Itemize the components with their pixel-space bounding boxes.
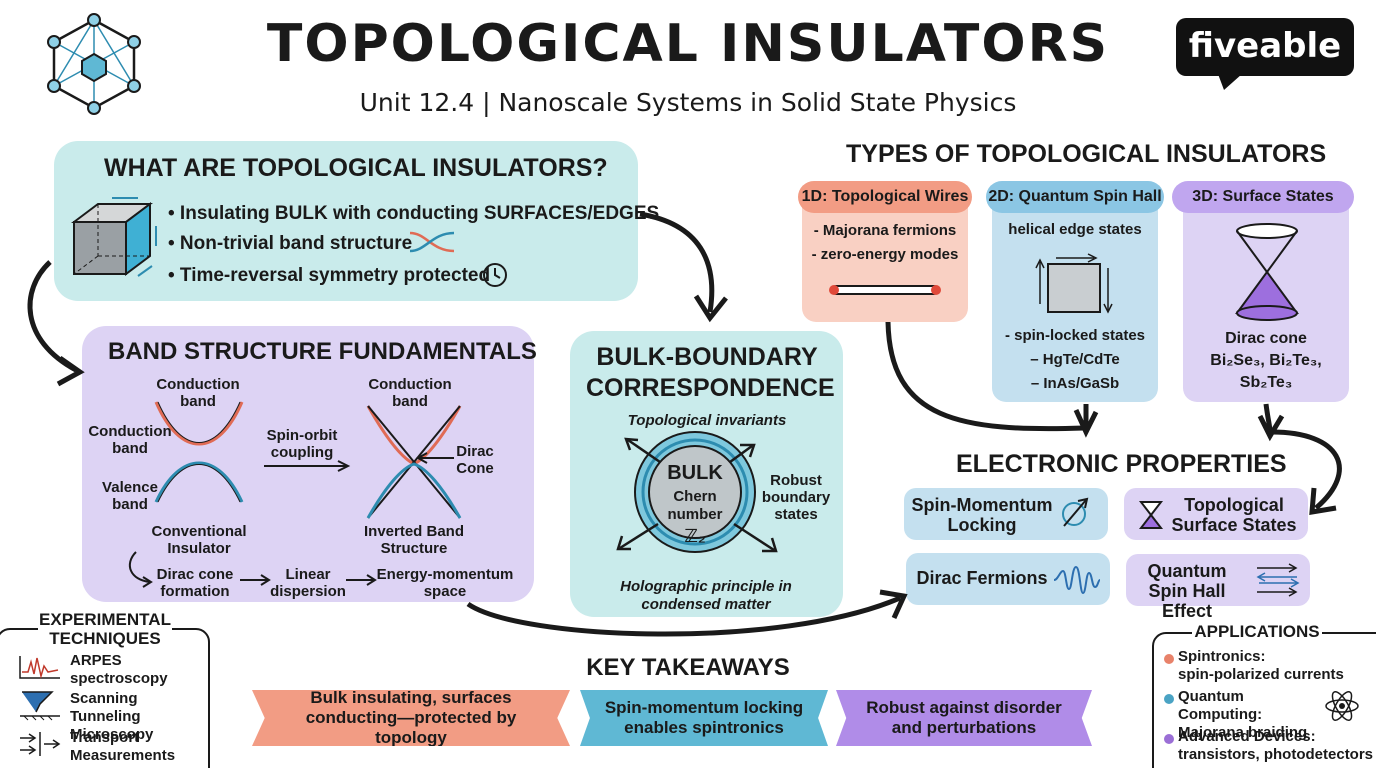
app-item-2: Quantum Computing:Majorana braiding	[1178, 688, 1328, 742]
wires-item-1: - Majorana fermions	[813, 222, 957, 239]
dirac-cone-type-label: Dirac cone	[1225, 330, 1307, 347]
qsh-pill: 2D: Quantum Spin Hall	[986, 181, 1164, 213]
transport-icon	[20, 732, 61, 756]
exp-item-arpes: ARPES spectroscopy	[70, 652, 168, 687]
app-dot-2	[1164, 694, 1174, 704]
app-dot-3	[1164, 734, 1174, 744]
app-item-1-detail: spin-polarized currents	[1178, 666, 1344, 683]
takeaway-3: Robust against disorder and perturbation…	[836, 690, 1092, 746]
spectrum-icon	[19, 656, 60, 679]
exp-item-stm: Scanning Tunneling Microscopy	[70, 690, 154, 743]
app-dot-1	[1164, 654, 1174, 664]
conduction-band-side-label: Conduction band	[88, 423, 172, 457]
materials-label-2: Sb₂Te₃	[1239, 374, 1293, 391]
brand-speech-tail	[1218, 74, 1242, 90]
wave-icon	[1053, 565, 1101, 595]
wire-icon	[829, 285, 941, 295]
ep-topological-surface-label: Topological Surface States	[1171, 495, 1297, 535]
bulk-sphere	[616, 431, 778, 553]
band-structure-panel	[82, 326, 534, 602]
takeaways-heading: KEY TAKEAWAYS	[586, 654, 790, 681]
wires-pill: 1D: Topological Wires	[798, 181, 972, 213]
z2-label: ℤ₂	[684, 526, 706, 546]
flow-arrow-1	[240, 574, 271, 586]
robust-boundary-label: Robust boundary states	[761, 472, 831, 523]
app-item-1-title: Spintronics:	[1178, 648, 1266, 665]
app-item-3: Advanced Devices:transistors, photodetec…	[1178, 728, 1374, 764]
dirac-point-arrow	[415, 452, 454, 464]
what-are-bullet-1: • Insulating BULK with conducting SURFAC…	[168, 203, 660, 224]
ep-dirac-fermions: Dirac Fermions	[906, 553, 1110, 605]
experimental-heading: EXPERIMENTAL TECHNIQUES	[38, 610, 172, 648]
opposite-arrows-icon	[1256, 563, 1300, 597]
app-item-2-detail: Majorana braiding	[1178, 724, 1308, 741]
holographic-label: Holographic principle in condensed matte…	[620, 578, 792, 613]
dirac-cone-icon	[1235, 223, 1299, 321]
spin-orbit-arrow	[264, 460, 351, 472]
bulk-label: BULK	[667, 462, 723, 484]
dirac-cone-label: Dirac Cone	[456, 443, 494, 477]
takeaway-1: Bulk insulating, surfaces conducting—pro…	[252, 690, 570, 746]
ep-spin-momentum-label: Spin-Momentum Locking	[911, 495, 1053, 535]
wires-item-2: - zero-energy modes	[811, 246, 959, 263]
what-are-heading: WHAT ARE TOPOLOGICAL INSULATORS?	[104, 154, 608, 182]
app-item-3-title: Advanced Devices:	[1178, 728, 1316, 745]
flow-step-1: Dirac cone formation	[156, 566, 234, 600]
app-item-1: Spintronics:spin-polarized currents	[1178, 648, 1374, 684]
app-item-2-title: Quantum Computing:	[1178, 688, 1263, 723]
ep-quantum-spin-hall: Quantum Spin Hall Effect	[1126, 554, 1310, 621]
types-heading: TYPES OF TOPOLOGICAL INSULATORS	[846, 140, 1327, 168]
topological-invariants-label: Topological invariants	[627, 412, 787, 429]
spin-rotation-icon	[1062, 497, 1089, 527]
valence-band-label: Valence band	[102, 479, 158, 513]
brand-logo: fiveable	[1176, 18, 1354, 76]
flow-step-2: Linear dispersion	[270, 566, 346, 600]
takeaway-1-label: Bulk insulating, surfaces conducting—pro…	[305, 688, 517, 747]
takeaway-2-label: Spin-momentum locking enables spintronic…	[604, 698, 804, 737]
small-cone-icon	[1138, 501, 1164, 529]
surface-pill: 3D: Surface States	[1172, 181, 1354, 213]
bulk-boundary-heading: BULK-BOUNDARY CORRESPONDENCE	[586, 343, 835, 402]
exp-item-transport: Transport Measurements	[70, 729, 176, 764]
what-are-bullet-2: • Non-trivial band structure	[168, 233, 413, 254]
band-structure-heading: BAND STRUCTURE FUNDAMENTALS	[108, 338, 537, 365]
materials-label: Bi₂Se₃, Bi₂Te₃,	[1210, 352, 1322, 369]
qsh-item-1: - spin-locked states	[1004, 327, 1146, 344]
atom-icon	[1325, 691, 1359, 721]
flow-step-3: Energy-momentum space	[376, 566, 514, 600]
conduction-band-top-label: Conduction band	[156, 376, 240, 410]
page-subtitle: Unit 12.4 | Nanoscale Systems in Solid S…	[359, 88, 1017, 117]
qsh-item-2: – HgTe/CdTe	[1030, 351, 1120, 368]
stm-tip-icon	[20, 691, 60, 721]
clock-icon	[483, 263, 507, 287]
conventional-bands	[154, 401, 244, 503]
conduction-band-right-label: Conduction band	[368, 376, 452, 410]
band-crossing-icon	[409, 231, 455, 253]
flow-arrow-2	[346, 574, 377, 586]
inverted-band-label: Inverted Band Structure	[363, 523, 465, 557]
ep-dirac-fermions-label: Dirac Fermions	[916, 568, 1048, 588]
what-are-bullet-3: • Time-reversal symmetry protected	[168, 265, 491, 286]
what-are-panel	[54, 141, 638, 301]
cube-icon	[71, 197, 157, 277]
helical-edge-icon	[1035, 253, 1113, 314]
crystal-lattice-icon	[47, 13, 141, 115]
electronic-heading: ELECTRONIC PROPERTIES	[956, 450, 1287, 478]
applications-heading: APPLICATIONS	[1192, 622, 1322, 642]
qsh-top-label: helical edge states	[1008, 221, 1142, 238]
takeaway-2: Spin-momentum locking enables spintronic…	[580, 690, 828, 746]
chern-number-label: Chern number	[667, 488, 723, 523]
spin-orbit-label: Spin-orbit coupling	[266, 427, 338, 461]
conventional-insulator-label: Conventional Insulator	[151, 523, 247, 557]
page-title: TOPOLOGICAL INSULATORS	[266, 14, 1110, 74]
takeaway-3-label: Robust against disorder and perturbation…	[866, 698, 1062, 737]
ep-quantum-spin-hall-label: Quantum Spin Hall Effect	[1147, 561, 1227, 621]
qsh-item-3: – InAs/GaSb	[1030, 375, 1120, 392]
inverted-bands	[366, 405, 462, 519]
flow-hook-arrow	[128, 551, 153, 588]
app-item-3-detail: transistors, photodetectors	[1178, 746, 1374, 763]
